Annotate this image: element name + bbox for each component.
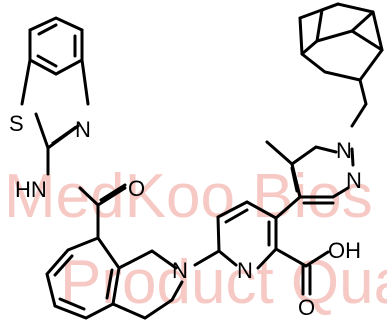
pyrazole-nitrogen-1: N: [336, 138, 352, 163]
pyrazole-ring: [265, 140, 355, 220]
adamantyl-group: [298, 2, 384, 128]
amide-oxygen: O: [128, 176, 145, 201]
carboxylic-acid: [274, 247, 330, 296]
benzothiazole-benzene-ring: [28, 16, 84, 76]
thiazole-nitrogen: N: [75, 117, 91, 142]
acid-carbonyl-oxygen: O: [298, 295, 315, 320]
pyridine-nitrogen: N: [237, 258, 253, 283]
amide-linkage: [46, 146, 127, 240]
hydroxyl-group: OH: [328, 238, 361, 263]
isoquinoline-saturated-ring: [111, 249, 184, 320]
isoquinoline-nitrogen: N: [172, 258, 188, 283]
isoquinoline-benzene-ring: [45, 236, 121, 320]
pyridine-ring: [193, 200, 278, 270]
sulfur-atom: S: [9, 111, 24, 136]
pyrazole-nitrogen-2: N: [346, 168, 362, 193]
amide-nh: HN: [15, 177, 47, 202]
